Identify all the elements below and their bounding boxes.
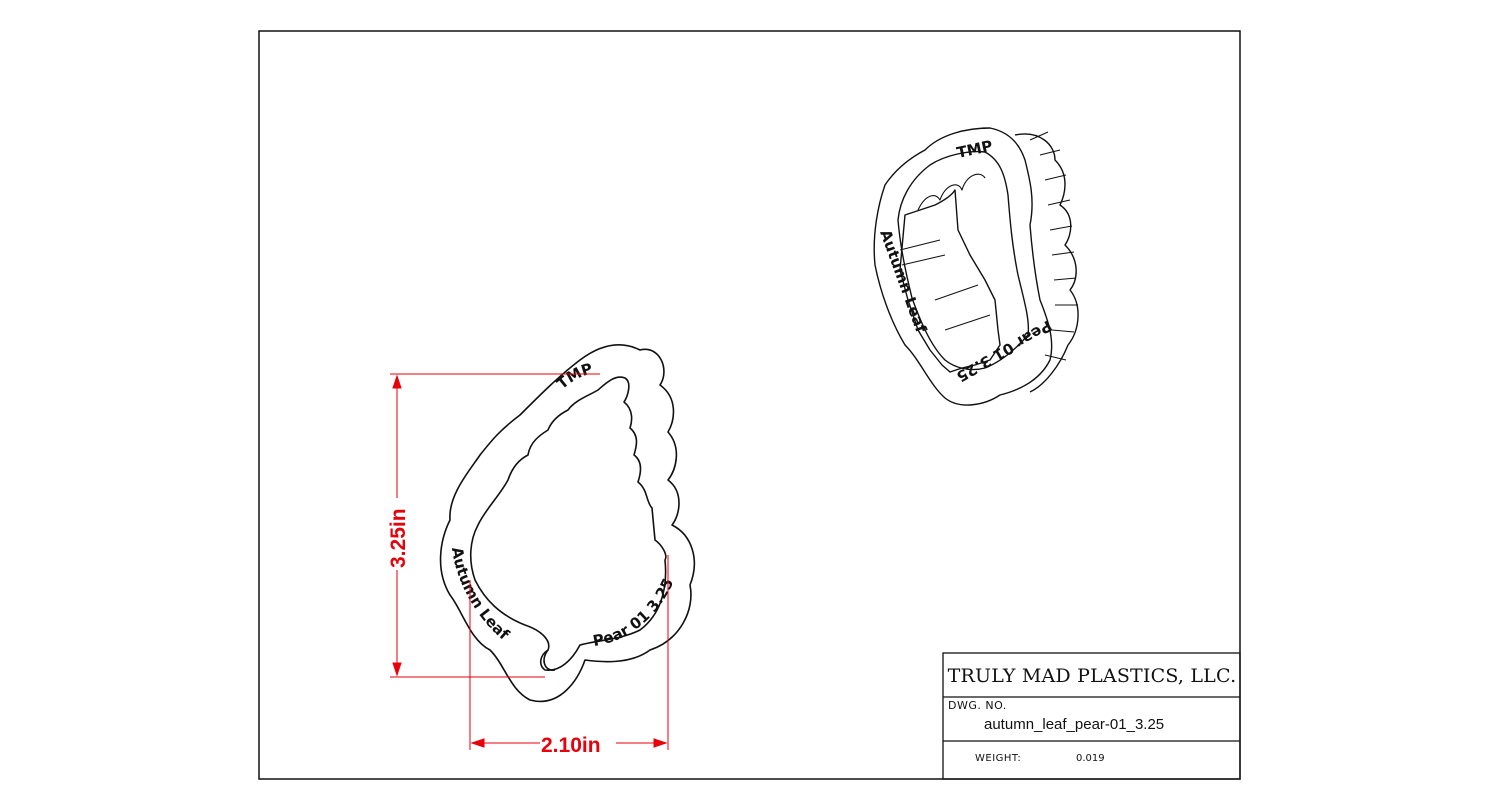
weight-label: WEIGHT: xyxy=(975,753,1022,764)
iso-flange-outline xyxy=(873,127,1053,406)
dwg-no-value: autumn_leaf_pear-01_3.25 xyxy=(984,716,1165,733)
iso-flange-inner xyxy=(897,150,1030,371)
weight-value: 0.019 xyxy=(1076,753,1105,764)
company-name: TRULY MAD PLASTICS, LLC. xyxy=(947,665,1237,687)
iso-engrave-top: TMP xyxy=(955,137,994,162)
cutter-inner-outline xyxy=(469,376,667,671)
iso-engrave-left: Autumn Leaf xyxy=(876,227,930,335)
cutter-isometric-view xyxy=(873,127,1079,406)
iso-blade-wall xyxy=(1014,133,1079,393)
title-block-frame xyxy=(942,652,1241,780)
sheet-border xyxy=(258,30,1241,780)
cutter-slot xyxy=(543,649,556,671)
cutter-outer-outline xyxy=(439,344,696,703)
width-dimension-label: 2.10in xyxy=(541,734,601,757)
engrave-right: Pear 01 3.25 xyxy=(591,576,677,651)
dimension-lines xyxy=(390,373,669,750)
engrave-left: Autumn Leaf xyxy=(448,546,513,644)
iso-scallops xyxy=(917,173,986,211)
iso-inner-blade xyxy=(899,189,1001,373)
height-dimension-label: 3.25in xyxy=(387,508,410,568)
cutter-front-view xyxy=(439,344,696,703)
dwg-no-label: DWG. NO. xyxy=(948,699,1007,712)
